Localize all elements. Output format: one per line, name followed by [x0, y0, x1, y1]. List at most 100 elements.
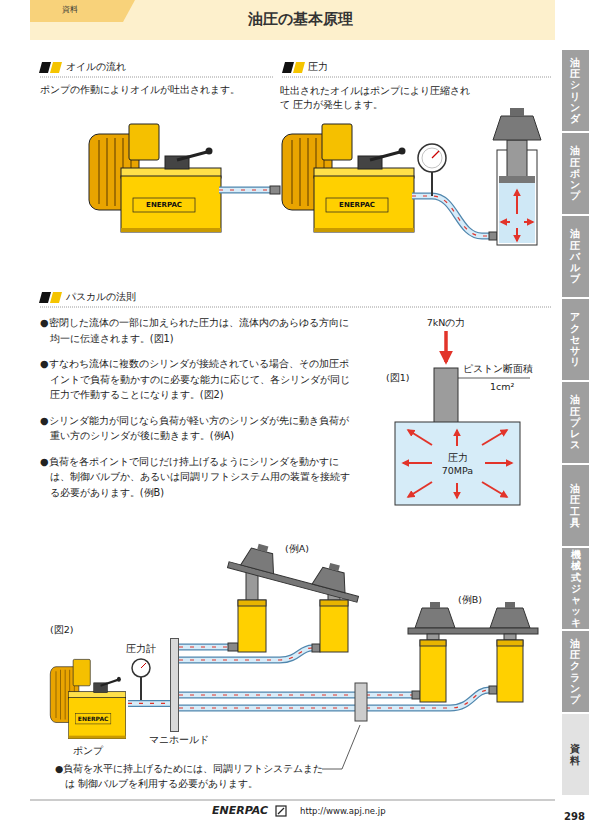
- pascal-figure-part: [482, 482, 507, 497]
- footer-part: [276, 806, 286, 816]
- tab-label: 資料: [570, 743, 580, 766]
- pressure-gauge-part: [418, 144, 446, 172]
- figure-number: (図2): [50, 624, 73, 635]
- section-marks-part: [40, 77, 273, 78]
- footer-part: [278, 808, 284, 814]
- bullet-list: ●密閉した流体の一部に加えられた圧力は、流体内のあらゆる方向に均一に伝達されます…: [40, 315, 356, 510]
- pascal-figure-part: [456, 430, 458, 446]
- pump-unit: ENERPACポンプ: [48, 655, 128, 743]
- section-heading: パスカルの法則: [66, 291, 136, 302]
- section-marks: [39, 62, 552, 307]
- footer: [30, 800, 555, 816]
- brand-plate: ENERPAC: [326, 198, 388, 212]
- hoses-part: [270, 186, 280, 194]
- example-b-part: [322, 725, 360, 769]
- example-b: [322, 602, 538, 769]
- pressure-gauge-part: [140, 676, 142, 700]
- hoses-part: [412, 196, 489, 236]
- example-b-part: [415, 608, 455, 628]
- lift-cylinder-part: [507, 140, 527, 182]
- hoses-part: [179, 646, 228, 647]
- example-a-part-part: [257, 544, 268, 552]
- example-b-part: [504, 634, 516, 640]
- header-band-part: [30, 0, 135, 22]
- body-text: ポンプの作動によりオイルが吐出されます。: [40, 84, 240, 95]
- lift-cylinder-part: [516, 190, 518, 214]
- section-marks-part: [39, 292, 51, 303]
- hose-connector: [128, 703, 170, 704]
- example-b-part: [420, 640, 446, 702]
- hoses-part: [412, 196, 489, 236]
- pascal-figure: [395, 331, 530, 505]
- tab-label: 油圧シリンダ: [570, 57, 580, 125]
- hose-flow: [128, 703, 170, 704]
- figure-number: (図1): [386, 372, 409, 383]
- hoses-part: [219, 189, 270, 190]
- hoses-part: [489, 232, 497, 240]
- pascal-figure-part: [408, 482, 432, 497]
- example-b-part: [497, 640, 523, 702]
- example-a-part-part: [329, 563, 340, 571]
- example-a: [228, 538, 365, 652]
- body-text: 吐出されたオイルはポンプにより圧縮されて 圧力が発生します。: [280, 84, 476, 112]
- figure-number: (例B): [458, 594, 482, 605]
- section-heading: 圧力: [308, 61, 328, 72]
- section-marks-part: [293, 62, 305, 73]
- example-a-part: [320, 600, 348, 606]
- force-label: 7kNの力: [427, 317, 466, 328]
- hoses-part: [219, 188, 270, 193]
- section-marks-part: [50, 292, 62, 303]
- side-tab: 油圧クランプ: [562, 631, 589, 712]
- page-title: 油圧の基本原理: [180, 11, 420, 28]
- section-marks-part: [40, 307, 552, 308]
- hoses-part: [412, 691, 420, 699]
- pascal-figure-part: [434, 368, 458, 423]
- side-tab: 機械式ジャッキ: [562, 548, 589, 629]
- page-number: 298: [564, 811, 585, 823]
- pascal-figure-part: [444, 331, 448, 362]
- section-heading: オイルの流れ: [66, 61, 126, 72]
- pressure-gauge-part: [141, 663, 146, 668]
- example-a-part-part: [228, 562, 359, 602]
- pascal-figure-part: [408, 430, 432, 445]
- hoses-part: [228, 643, 238, 651]
- example-b-part: [427, 634, 439, 640]
- dimension-value: 1cm²: [490, 381, 514, 392]
- example-a-part: [228, 538, 365, 603]
- pump-illustrations-part: [50, 659, 125, 738]
- bullet-text: ●密閉した流体の一部に加えられた圧力は、流体内のあらゆる方向に均一に伝達されます…: [40, 315, 356, 346]
- example-b-part: [430, 602, 440, 608]
- tab-label: 油圧プレス: [570, 394, 580, 451]
- example-a-part: [238, 600, 266, 652]
- hose-outer: [128, 700, 170, 707]
- lift-cylinder-part: [510, 108, 524, 116]
- brand-plate: ENERPAC: [75, 714, 110, 724]
- tab-label: アクセサリ: [570, 311, 580, 368]
- part-name: マニホールド: [149, 734, 209, 745]
- pressure-text: 圧力: [448, 451, 468, 464]
- callout-label: ピストン断面積: [463, 363, 533, 374]
- example-b-part: [505, 602, 515, 608]
- hoses-part: [179, 644, 228, 651]
- lift-cylinder: [493, 108, 541, 245]
- hoses-part: [312, 644, 320, 652]
- bullet-text: ●負荷を各ポイントで同じだけ持上げるようにシリンダを動かすには、制御バルブか、あ…: [40, 454, 356, 501]
- header-band: [30, 0, 555, 40]
- hoses-part: [179, 645, 228, 650]
- side-tab: 油圧工具: [562, 465, 589, 546]
- tab-label: 油圧バルブ: [570, 228, 580, 285]
- footer-part: [30, 800, 555, 801]
- lift-cylinder-part: [499, 176, 535, 183]
- header-band-part: [30, 0, 555, 40]
- example-a-part: [320, 600, 348, 652]
- pascal-figure-part: [456, 483, 458, 498]
- pascal-figure-part: [403, 462, 432, 464]
- example-a-part-part: [312, 566, 350, 593]
- part-name: ポンプ: [48, 745, 128, 756]
- side-tab: 油圧プレス: [562, 382, 589, 463]
- side-tab: 油圧バルブ: [562, 216, 589, 297]
- example-b-part: [408, 628, 538, 634]
- brand-plate: ENERPAC: [133, 198, 195, 212]
- tab-label: 機械式ジャッキ: [570, 549, 580, 628]
